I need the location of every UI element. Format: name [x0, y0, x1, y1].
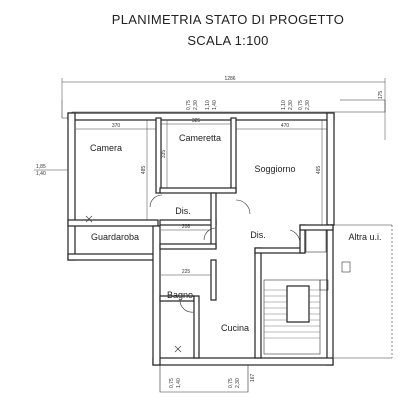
room-guardaroba: Guardaroba [91, 232, 139, 242]
dim-dis-width: 208 [182, 224, 191, 230]
overall-width-label: 1286 [224, 76, 235, 82]
room-camera: Camera [90, 143, 122, 153]
window-bot-2b: 2,30 [235, 378, 241, 388]
dim-bagno-width: 225 [182, 269, 191, 275]
room-cucina: Cucina [221, 323, 249, 333]
room-labels: Camera Cameretta Soggiorno Dis. Dis. Gua… [90, 133, 382, 333]
window-top-2b: 1,40 [212, 100, 218, 110]
window-left-a: 1,85 [36, 164, 46, 170]
window-annotations: 1,85 1,40 0,75 2,30 1,10 1,40 1,10 2,30 … [34, 100, 311, 388]
plan-title: PLANIMETRIA STATO DI PROGETTO [112, 12, 344, 27]
dim-cameretta-height: 335 [161, 150, 167, 159]
overall-dimension: 1286 175 [61, 76, 386, 140]
interior-walls [155, 117, 334, 359]
window-left-b: 1,40 [36, 171, 46, 177]
room-cameretta: Cameretta [179, 133, 221, 143]
dim-cameretta-width: 325 [192, 118, 201, 124]
fixture-markers [85, 215, 351, 353]
altra-ui-area [334, 224, 393, 359]
balcony-bottom [159, 365, 249, 393]
window-top-4a: 0,75 [298, 100, 304, 110]
stairwell [263, 279, 321, 355]
room-dis-2: Dis. [250, 230, 266, 240]
plan-scale: SCALA 1:100 [187, 33, 268, 48]
room-bagno: Bagno [167, 290, 193, 300]
door-swings [149, 194, 301, 313]
window-top-1b: 2,30 [193, 100, 199, 110]
window-bot-2a: 0,75 [228, 378, 234, 388]
window-top-3a: 1,10 [281, 100, 287, 110]
room-altra-ui: Altra u.i. [348, 232, 381, 242]
room-dis-1: Dis. [175, 206, 191, 216]
window-top-1a: 0,75 [186, 100, 192, 110]
bottom-right-dim: 167 [250, 373, 256, 382]
window-top-3b: 2,30 [288, 100, 294, 110]
dimension-labels: 370 325 470 485 335 465 208 225 [76, 118, 327, 276]
window-bot-1a: 0,75 [169, 378, 175, 388]
dim-camera-width: 370 [112, 123, 121, 129]
window-top-4b: 2,30 [305, 100, 311, 110]
right-height-label: 175 [378, 91, 384, 100]
dim-camera-height: 485 [141, 166, 147, 175]
window-top-2a: 1,10 [205, 100, 211, 110]
window-bot-1b: 1,40 [176, 378, 182, 388]
dim-soggiorno-height: 465 [316, 166, 322, 175]
room-soggiorno: Soggiorno [254, 164, 295, 174]
dim-soggiorno-width: 470 [281, 123, 290, 129]
